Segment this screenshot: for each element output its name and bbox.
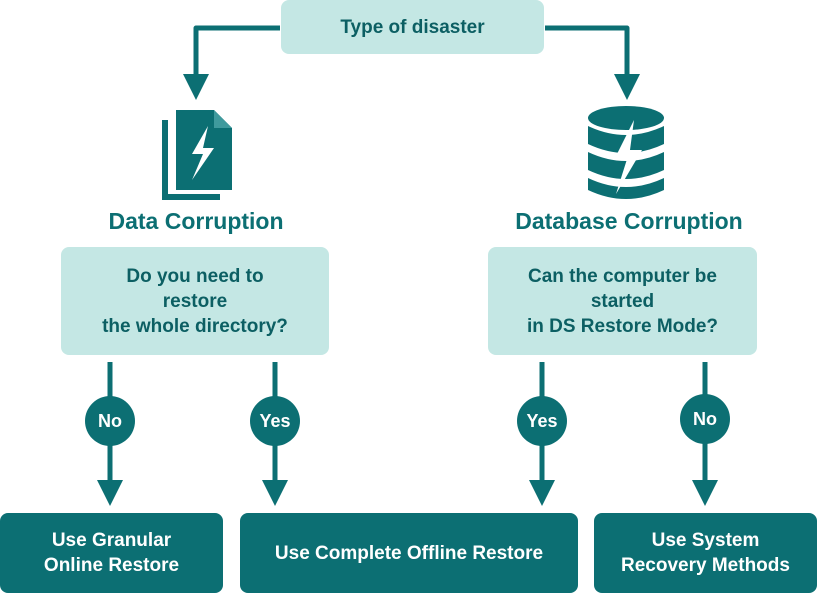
question-restore-directory: Do you need to restore the whole directo… — [61, 247, 329, 355]
root-label: Type of disaster — [340, 16, 485, 38]
outcome-label: Use System Recovery Methods — [621, 530, 790, 576]
connector-root-right — [545, 25, 630, 80]
outcome-granular-online-restore: Use Granular Online Restore — [0, 513, 223, 593]
document-lightning-icon — [162, 110, 232, 200]
question-ds-restore-mode: Can the computer be started in DS Restor… — [488, 247, 757, 355]
question-text: Can the computer be started in DS Restor… — [526, 265, 719, 337]
outcome-label: Use Granular Online Restore — [43, 530, 180, 576]
arrowhead-granular — [97, 480, 123, 506]
answer-label: No — [693, 408, 717, 429]
connector-root-left — [193, 25, 280, 80]
answer-badge-no: No — [680, 394, 730, 444]
question-text: Do you need to restore the whole directo… — [102, 265, 288, 337]
answer-badge-yes: Yes — [250, 396, 300, 446]
outcome-complete-offline-restore: Use Complete Offline Restore — [240, 513, 578, 593]
arrowhead-offline-right — [529, 480, 555, 506]
root-node: Type of disaster — [281, 0, 544, 54]
answer-label: Yes — [259, 410, 291, 431]
answer-label: No — [98, 410, 122, 431]
arrowhead-offline-left — [262, 480, 288, 506]
branch-title-data-corruption: Data Corruption — [108, 208, 284, 234]
answer-badge-yes: Yes — [517, 396, 567, 446]
arrowhead-right — [614, 74, 640, 100]
answer-label: Yes — [526, 410, 558, 431]
outcome-system-recovery-methods: Use System Recovery Methods — [594, 513, 817, 593]
database-lightning-icon — [588, 106, 664, 199]
arrowhead-left — [183, 74, 209, 100]
branch-title-database-corruption: Database Corruption — [515, 208, 743, 234]
outcome-label: Use Complete Offline Restore — [274, 542, 544, 564]
answer-badge-no: No — [85, 396, 135, 446]
arrowhead-system — [692, 480, 718, 506]
